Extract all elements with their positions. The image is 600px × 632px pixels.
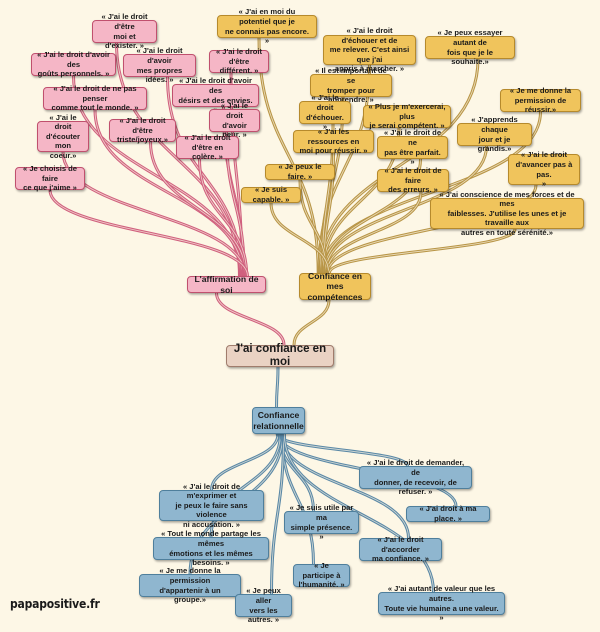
relationnelle-item[interactable]: « Tout le monde partage les mêmes émotio… — [153, 529, 269, 567]
affirmation-item[interactable]: « J'ai le droit d'avoir des désirs et de… — [172, 76, 259, 114]
competences-item[interactable]: « J'ai conscience de mes forces et de me… — [430, 190, 584, 237]
link-affirmation-item — [149, 141, 248, 277]
competences-item[interactable]: « J'ai le droit d'échouer. » — [299, 93, 351, 131]
affirmation-item[interactable]: « J'ai le droit d'être en colère. » — [176, 133, 239, 161]
branch-confiance-relationnelle[interactable]: Confiance relationnelle — [252, 407, 305, 434]
link-relationnelle-item — [210, 433, 280, 491]
relationnelle-item[interactable]: « Je me donne la permission d'appartenir… — [139, 566, 241, 604]
branch-confiance-competences[interactable]: Confiance en mes compétences — [299, 271, 371, 302]
affirmation-item[interactable]: « J'ai le droit d'avoir des goûts person… — [31, 50, 116, 78]
link-root-affirmation — [215, 292, 286, 346]
link-competences-item — [325, 191, 423, 274]
relationnelle-item[interactable]: « J'ai le droit de demander, de donner, … — [359, 458, 472, 496]
affirmation-item[interactable]: « Je choisis de faire ce que j'aime » — [15, 164, 85, 192]
affirmation-item[interactable]: « J'ai le droit d'être moi et d'exister.… — [92, 12, 157, 50]
affirmation-item[interactable]: « J'ai le droit d'être triste/joyeux.» — [109, 116, 176, 144]
relationnelle-item[interactable]: « J'ai le droit de m'exprimer et je peux… — [159, 482, 264, 529]
relationnelle-item[interactable]: « J'ai autant de valeur que les autres. … — [378, 584, 505, 622]
link-affirmation-item — [61, 151, 247, 277]
competences-item[interactable]: « J'apprends chaque jour et je grandis.» — [457, 115, 532, 153]
competences-item[interactable]: « Il est important de se tromper pour ap… — [310, 66, 392, 104]
relationnelle-item[interactable]: « J'ai le droit d'accorder ma confiance.… — [359, 535, 442, 563]
relationnelle-item[interactable]: « Je participe à l'humanité. » — [293, 561, 350, 589]
root-node[interactable]: J'ai confiance en moi — [226, 343, 334, 368]
relationnelle-item[interactable]: « Je peux aller vers les autres. » — [235, 586, 292, 624]
branch-affirmation-de-soi[interactable]: L'affirmation de soi — [187, 274, 266, 295]
relationnelle-item[interactable]: « Je suis utile par ma simple présence. … — [284, 503, 359, 541]
link-competences-item — [327, 228, 517, 274]
link-relationnelle-item — [282, 433, 435, 593]
competences-item[interactable]: « Je peux essayer autant de fois que je … — [425, 28, 515, 66]
link-competences-item — [318, 58, 480, 274]
competences-item[interactable]: « J'ai les ressources en moi pour réussi… — [293, 127, 374, 155]
competences-item[interactable]: « J'ai en moi du potentiel que je ne con… — [217, 7, 317, 45]
relationnelle-item[interactable]: « J'ai droit à ma place. » — [406, 504, 490, 523]
affirmation-item[interactable]: « J'ai le droit d'être différent. » — [209, 47, 269, 75]
affirmation-item[interactable]: « J'ai le droit d'écouter mon coeur.» — [37, 113, 89, 160]
competences-item[interactable]: « Plus je m'exercerai, plus je serai com… — [363, 102, 451, 130]
link-root-relationnelle — [275, 366, 280, 408]
link-competences-item — [269, 202, 331, 274]
competences-item[interactable]: « Je peux le faire. » — [265, 162, 335, 181]
competences-item[interactable]: « J'ai le droit d'échouer et de me relev… — [323, 26, 416, 73]
competences-item[interactable]: « J'ai le droit de faire des erreurs. » — [377, 166, 449, 194]
link-affirmation-item — [93, 109, 245, 277]
competences-item[interactable]: « J'ai le droit d'avancer pas à pas. » — [508, 150, 580, 188]
affirmation-item[interactable]: « J'ai le droit d'avoir mes propres idée… — [123, 46, 196, 84]
competences-item[interactable]: « Je me donne la permission de réussir.» — [500, 86, 581, 114]
link-relationnelle-item — [270, 433, 286, 595]
link-affirmation-item — [115, 42, 241, 277]
affirmation-item[interactable]: « J'ai le droit de ne pas penser comme t… — [43, 84, 147, 112]
link-affirmation-item — [48, 189, 249, 277]
affirmation-item[interactable]: « J'ai le droit d'avoir peur. » — [209, 101, 260, 139]
link-competences-item — [323, 145, 488, 274]
competences-item[interactable]: « J'ai le droit de ne pas être parfait. … — [377, 128, 448, 166]
link-root-competences — [292, 299, 331, 346]
link-affirmation-item — [166, 76, 243, 277]
link-affirmation-item — [198, 158, 249, 277]
competences-item[interactable]: « Je suis capable. » — [241, 185, 301, 204]
site-watermark: papapositive.fr — [10, 597, 100, 611]
